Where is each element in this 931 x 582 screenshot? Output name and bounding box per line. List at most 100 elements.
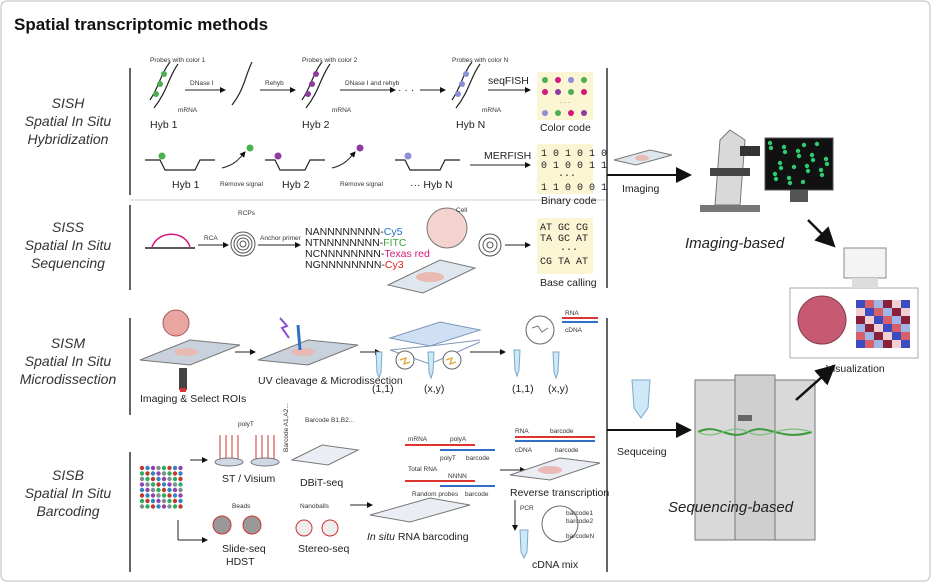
svg-text:mRNA: mRNA <box>178 107 198 114</box>
svg-text:AT GC CG: AT GC CG <box>540 223 588 234</box>
svg-text:Total RNA: Total RNA <box>408 466 438 473</box>
svg-text:Hyb 2: Hyb 2 <box>302 119 330 131</box>
category-sish: SISH Spatial In Situ Hybridization <box>25 95 112 147</box>
svg-text:Microdissection: Microdissection <box>20 371 117 387</box>
svg-text:Binary code: Binary code <box>541 195 597 207</box>
svg-text:SISM: SISM <box>51 335 86 351</box>
svg-text:Imaging: Imaging <box>622 183 660 195</box>
svg-text:mRNA: mRNA <box>332 107 352 114</box>
figure-title: Spatial transcriptomic methods <box>14 15 268 34</box>
svg-text:RCA: RCA <box>204 235 218 242</box>
svg-text:··· Hyb N: ··· Hyb N <box>410 179 453 191</box>
svg-text:···: ··· <box>560 245 578 256</box>
svg-text:SISS: SISS <box>52 219 85 235</box>
svg-text:Remove signal: Remove signal <box>340 181 384 188</box>
seqfish-row: Probes with color 1 mRNA Hyb 1 DNase Ⅰ R… <box>149 57 593 134</box>
barcode-array <box>139 465 183 509</box>
svg-text:Probes with color 1: Probes with color 1 <box>150 57 206 64</box>
svg-text:polyT: polyT <box>238 421 254 428</box>
svg-text:barcodeN: barcodeN <box>566 533 594 540</box>
svg-text:NANNNNNNNN-Cy5: NANNNNNNNN-Cy5 <box>305 226 403 238</box>
siss-row: RCA RCPs Anchor primer NANNNNNNNN-Cy5 NT… <box>145 207 597 294</box>
svg-text:RNA: RNA <box>515 428 529 435</box>
svg-text:Cell: Cell <box>456 207 468 214</box>
svg-text:Random probes: Random probes <box>412 491 459 498</box>
merfish-row: Hyb 1 Remove signal Hyb 2 Remove signal … <box>145 144 607 207</box>
sequencing-branch: Sequceing Sequencing-based <box>607 364 836 541</box>
svg-text:· · ·: · · · <box>398 84 414 96</box>
svg-text:Spatial In Situ: Spatial In Situ <box>25 113 112 129</box>
svg-text:Nanoballs: Nanoballs <box>300 503 330 510</box>
svg-text:CG TA AT: CG TA AT <box>540 257 588 268</box>
svg-text:Probes with color N: Probes with color N <box>452 57 509 64</box>
svg-text:Sequceing: Sequceing <box>617 446 667 458</box>
svg-text:cDNA: cDNA <box>565 327 583 334</box>
svg-text:cDNA: cDNA <box>515 447 533 454</box>
category-siss: SISS Spatial In Situ Sequencing <box>25 219 112 271</box>
svg-text:Stereo-seq: Stereo-seq <box>298 543 350 555</box>
monitor-cells <box>767 140 830 186</box>
svg-text:Barcoding: Barcoding <box>36 503 99 519</box>
svg-text:Sequencing: Sequencing <box>31 255 105 271</box>
svg-text:Visualization: Visualization <box>826 363 885 375</box>
svg-text:Slide-seq: Slide-seq <box>222 543 266 555</box>
svg-text:···: ··· <box>558 171 576 182</box>
svg-text:Rehyb: Rehyb <box>265 80 284 87</box>
svg-text:1 1 0 0 0 1: 1 1 0 0 0 1 <box>541 183 607 194</box>
svg-text:(x,y): (x,y) <box>548 383 568 395</box>
svg-text:Anchor primer: Anchor primer <box>260 235 302 242</box>
svg-text:PCR: PCR <box>520 505 534 512</box>
svg-text:Barcode A1,A2...: Barcode A1,A2... <box>283 403 290 452</box>
svg-text:HDST: HDST <box>226 556 255 568</box>
svg-text:DNase Ⅰ: DNase Ⅰ <box>190 80 214 87</box>
svg-text:ST / Visium: ST / Visium <box>222 473 276 485</box>
svg-text:NCNNNNNNNN-Texas red: NCNNNNNNNN-Texas red <box>305 248 430 260</box>
svg-text:· · ·: · · · <box>560 99 570 106</box>
svg-text:UV cleavage & Microdissection: UV cleavage & Microdissection <box>258 375 403 387</box>
svg-text:Hybridization: Hybridization <box>28 131 109 147</box>
svg-text:Imaging & Select ROIs: Imaging & Select ROIs <box>140 393 246 405</box>
imaging-branch: Imaging Imaging-based <box>607 129 836 252</box>
svg-text:Hyb 1: Hyb 1 <box>172 179 200 191</box>
siss-sequence-list: NANNNNNNNN-Cy5 NTNNNNNNNN-FITC NCNNNNNNN… <box>305 226 430 271</box>
svg-text:DNase Ⅰ and rehyb: DNase Ⅰ and rehyb <box>345 80 400 87</box>
svg-text:Reverse transcription: Reverse transcription <box>510 487 609 499</box>
visualization-box: Visualization <box>789 247 919 375</box>
svg-text:(1,1): (1,1) <box>372 383 394 395</box>
svg-text:polyA: polyA <box>450 436 467 443</box>
svg-text:seqFISH: seqFISH <box>488 75 529 87</box>
svg-text:0 1 0 0 1 1: 0 1 0 0 1 1 <box>541 161 607 172</box>
svg-text:Sequencing-based: Sequencing-based <box>668 499 794 516</box>
svg-text:Base calling: Base calling <box>540 277 597 289</box>
svg-text:Barcode B1,B2...: Barcode B1,B2... <box>305 417 354 424</box>
sisb-row: polyT ST / Visium Barcode A1,A2... Barco… <box>139 403 609 571</box>
svg-text:1 0 1 0 1 0: 1 0 1 0 1 0 <box>541 149 607 160</box>
svg-text:DBiT-seq: DBiT-seq <box>300 477 343 489</box>
heatmap-cells <box>856 300 910 348</box>
svg-text:NNNN: NNNN <box>448 473 467 480</box>
svg-text:SISH: SISH <box>52 95 86 111</box>
svg-text:barcode: barcode <box>466 455 490 462</box>
category-sisb: SISB Spatial In Situ Barcoding <box>25 467 112 519</box>
brackets <box>129 68 608 572</box>
svg-text:RCPs: RCPs <box>238 210 256 217</box>
svg-text:Beads: Beads <box>232 503 251 510</box>
svg-text:Imaging-based: Imaging-based <box>685 235 785 252</box>
svg-text:RNA: RNA <box>565 310 579 317</box>
svg-text:barcode2: barcode2 <box>566 518 593 525</box>
svg-text:(x,y): (x,y) <box>424 383 444 395</box>
svg-text:Remove signal: Remove signal <box>220 181 264 188</box>
category-sism: SISM Spatial In Situ Microdissection <box>20 335 117 387</box>
svg-text:TA GC AT: TA GC AT <box>540 234 588 245</box>
svg-text:cDNA mix: cDNA mix <box>532 559 579 571</box>
svg-text:Hyb 2: Hyb 2 <box>282 179 310 191</box>
sism-row: Imaging & Select ROIs UV cleavage & Micr… <box>139 309 598 405</box>
svg-text:Spatial In Situ: Spatial In Situ <box>25 353 112 369</box>
svg-text:SISB: SISB <box>52 467 84 483</box>
svg-text:Spatial In Situ: Spatial In Situ <box>25 237 112 253</box>
svg-text:Hyb 1: Hyb 1 <box>150 119 178 131</box>
svg-text:mRNA: mRNA <box>408 436 428 443</box>
svg-text:polyT: polyT <box>440 455 456 462</box>
svg-text:mRNA: mRNA <box>482 107 502 114</box>
